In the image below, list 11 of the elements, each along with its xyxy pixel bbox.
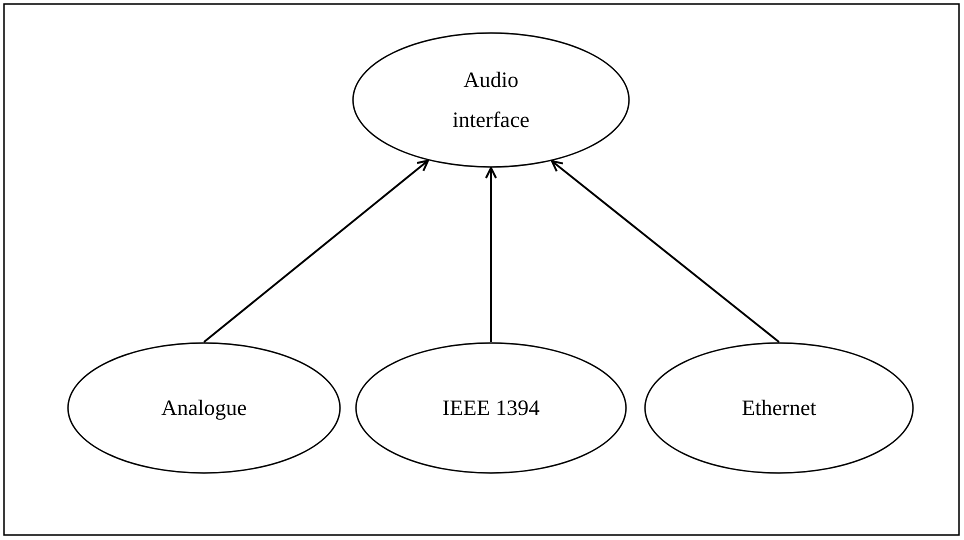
oval-node [355,342,627,474]
oval-node [644,342,914,474]
arrow [203,160,429,343]
arrow [550,160,780,343]
arrow [485,167,497,342]
node-label: Ethernet [742,394,816,422]
node-label: Analogue [161,394,247,422]
oval-node [352,32,630,168]
node-label: IEEE 1394 [442,394,540,422]
oval-node [67,342,341,474]
node-label: Audio interface [452,66,530,134]
